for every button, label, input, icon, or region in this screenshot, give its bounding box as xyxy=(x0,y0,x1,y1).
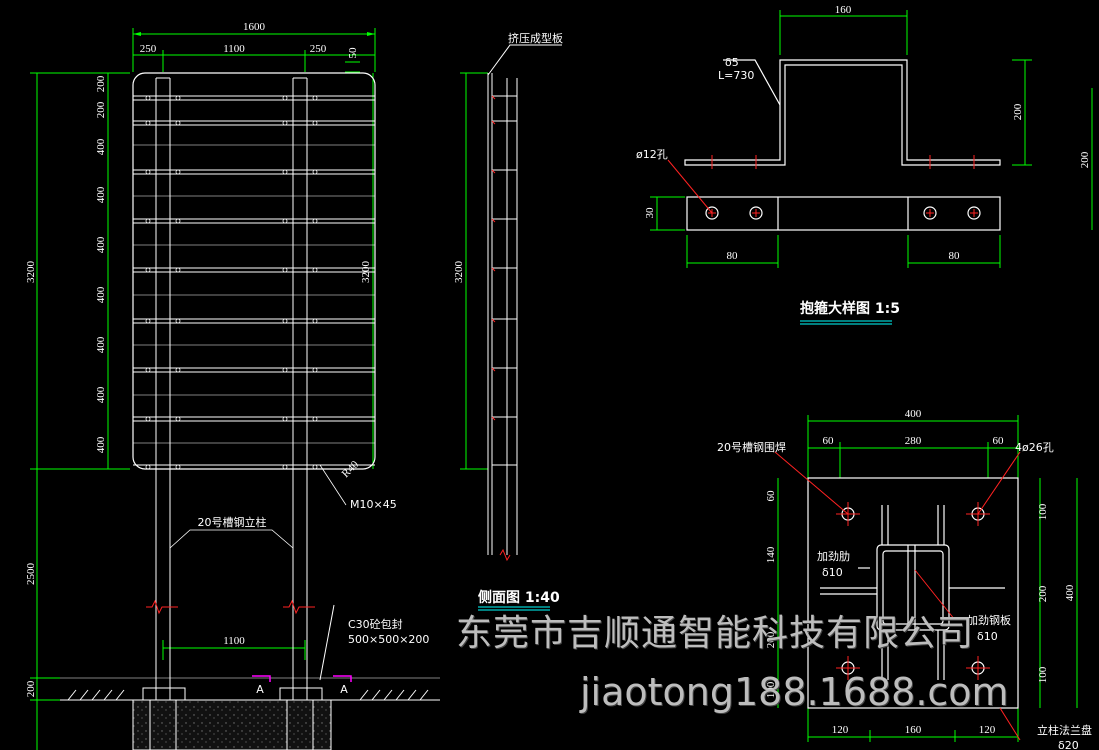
flange-detail: 400 60 280 60 60 140 200 100 100 200 100… xyxy=(717,408,1092,750)
stiffener-label-2: δ10 xyxy=(822,566,843,579)
section-mark-left: A xyxy=(256,683,264,696)
flange-width-right: 60 xyxy=(993,435,1005,447)
dim-width-right: 250 xyxy=(310,43,327,55)
dim-spacing: 400 xyxy=(95,436,107,453)
flange-label-2: δ20 xyxy=(1058,739,1079,750)
flange-label-1: 立柱法兰盘 xyxy=(1037,723,1092,737)
dim-spacing: 400 xyxy=(95,386,107,403)
flange-left-dim: 60 xyxy=(765,490,777,502)
flange-bottom-dim: 160 xyxy=(905,724,922,736)
flange-bottom-dim: 120 xyxy=(979,724,996,736)
dim-height-post: 2500 xyxy=(25,563,37,586)
side-panel-label: 挤压成型板 xyxy=(508,31,563,45)
hole-label: 4ø26孔 xyxy=(1015,441,1054,454)
clamp-len-left: 80 xyxy=(727,250,739,262)
clamp-height-outer: 200 xyxy=(1079,151,1091,168)
dim-spacing: 200 xyxy=(95,75,107,92)
clamp-height-inner: 200 xyxy=(1012,103,1024,120)
dim-post-gap: 1100 xyxy=(223,635,245,647)
plate-label-1: 加劲钢板 xyxy=(967,613,1011,627)
stiffener-label-1: 加劲肋 xyxy=(817,549,850,563)
bolt-label: M10×45 xyxy=(350,498,397,511)
flange-width-total: 400 xyxy=(905,408,922,420)
flange-width-left: 60 xyxy=(823,435,835,447)
section-mark-right: A xyxy=(340,683,348,696)
flange-bottom-dim: 120 xyxy=(832,724,849,736)
dim-height-total: 3200 xyxy=(25,261,37,284)
flange-left-dim: 100 xyxy=(765,681,777,698)
flange-right-dim: 200 xyxy=(1037,585,1049,602)
dim-width-left: 250 xyxy=(140,43,157,55)
front-view: 1600 250 1100 250 50 200 200 400 400 400… xyxy=(25,21,440,750)
clamp-plate-width: 30 xyxy=(644,207,656,219)
flange-width-mid: 280 xyxy=(905,435,922,447)
plate-label-2: δ10 xyxy=(977,630,998,643)
clamp-len-right: 80 xyxy=(949,250,961,262)
flange-left-dim: 140 xyxy=(765,546,777,563)
clamp-width-top: 160 xyxy=(835,4,852,16)
foundation-label-1: C30砼包封 xyxy=(348,617,403,631)
bolt-angle-label: R40 xyxy=(340,458,362,480)
post-label: 20号槽钢立柱 xyxy=(198,515,267,529)
dim-spacing: 400 xyxy=(95,186,107,203)
dim-spacing: 400 xyxy=(95,138,107,155)
dim-width-mid: 1100 xyxy=(223,43,245,55)
clamp-plate-label-2: L=730 xyxy=(718,69,754,82)
side-view: 3200 挤压成型板 侧面图 1:40 xyxy=(453,31,563,611)
dim-spacing: 400 xyxy=(95,336,107,353)
dim-width-total: 1600 xyxy=(243,21,266,33)
flange-right-dim: 100 xyxy=(1037,503,1049,520)
dim-spacing: 400 xyxy=(95,236,107,253)
dim-spacing: 200 xyxy=(95,101,107,118)
foundation-label-2: 500×500×200 xyxy=(348,633,429,646)
side-height: 3200 xyxy=(453,261,465,284)
flange-left-dim: 200 xyxy=(765,631,777,648)
flange-right-total: 400 xyxy=(1064,584,1076,601)
dim-top-gap: 50 xyxy=(347,47,359,59)
side-title: 侧面图 1:40 xyxy=(478,589,560,606)
dim-spacing: 400 xyxy=(95,286,107,303)
dim-height-base: 200 xyxy=(25,680,37,697)
flange-right-dim: 100 xyxy=(1037,666,1049,683)
clamp-plate-label-1: δ5 xyxy=(725,56,739,69)
clamp-hole-label: ø12孔 xyxy=(636,148,668,161)
clamp-title: 抱箍大样图 1:5 xyxy=(800,300,900,317)
clamp-detail: 160 200 200 30 80 80 δ5 L=730 ø12孔 抱箍大样图… xyxy=(636,4,1093,325)
weld-label: 20号槽钢围焊 xyxy=(717,440,786,454)
